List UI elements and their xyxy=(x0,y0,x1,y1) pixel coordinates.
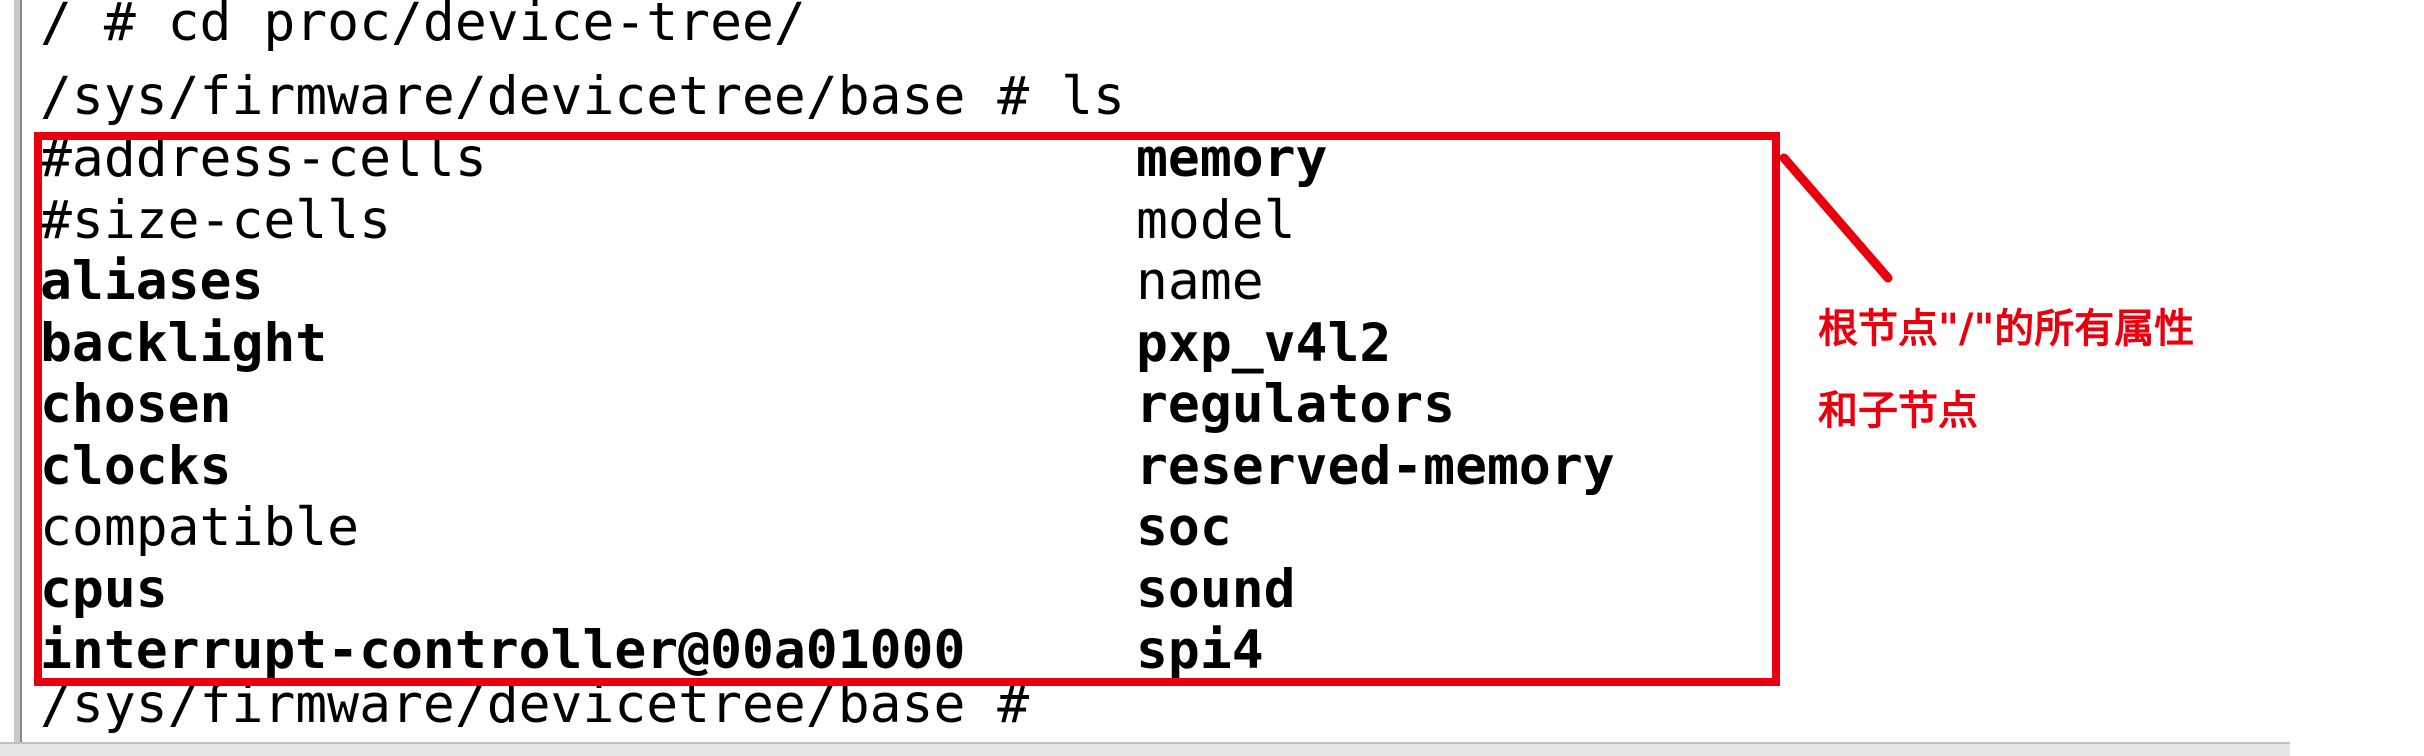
terminal-window[interactable]: / # cd proc/device-tree/ /sys/firmware/d… xyxy=(0,0,2290,756)
listing-entry-right: soc xyxy=(1136,497,1232,558)
listing-entry-right: spi4 xyxy=(1136,620,1264,681)
listing-entry-right: reserved-memory xyxy=(1136,435,1615,497)
listing-entry-left: backlight xyxy=(40,312,328,374)
command-line-ls: /sys/firmware/devicetree/base # ls xyxy=(40,66,1125,127)
listing-entry-left: #size-cells xyxy=(40,189,391,251)
listing-entry-right: regulators xyxy=(1136,374,1456,435)
listing-entry-left: chosen xyxy=(40,374,232,435)
listing-entry-right: name xyxy=(1136,251,1264,312)
annotation-text-line2: 和子节点 xyxy=(1818,388,1978,434)
command-line-cd: / # cd proc/device-tree/ xyxy=(40,0,806,53)
listing-entry-left: aliases xyxy=(40,251,264,312)
listing-entry-left: compatible xyxy=(40,497,360,558)
annotation-text-line1: 根节点"/"的所有属性 xyxy=(1818,306,2195,352)
terminal-bottom-border xyxy=(0,742,2290,756)
listing-entry-left: cpus xyxy=(40,558,168,620)
listing-entry-left: clocks xyxy=(40,435,232,497)
listing-entry-right: sound xyxy=(1136,558,1296,620)
listing-entry-left: interrupt-controller@00a01000 xyxy=(40,620,966,681)
listing-entry-right: pxp_v4l2 xyxy=(1136,312,1392,374)
highlight-box xyxy=(34,132,1780,686)
listing-entry-right: model xyxy=(1136,189,1296,251)
terminal-left-border xyxy=(14,0,22,756)
